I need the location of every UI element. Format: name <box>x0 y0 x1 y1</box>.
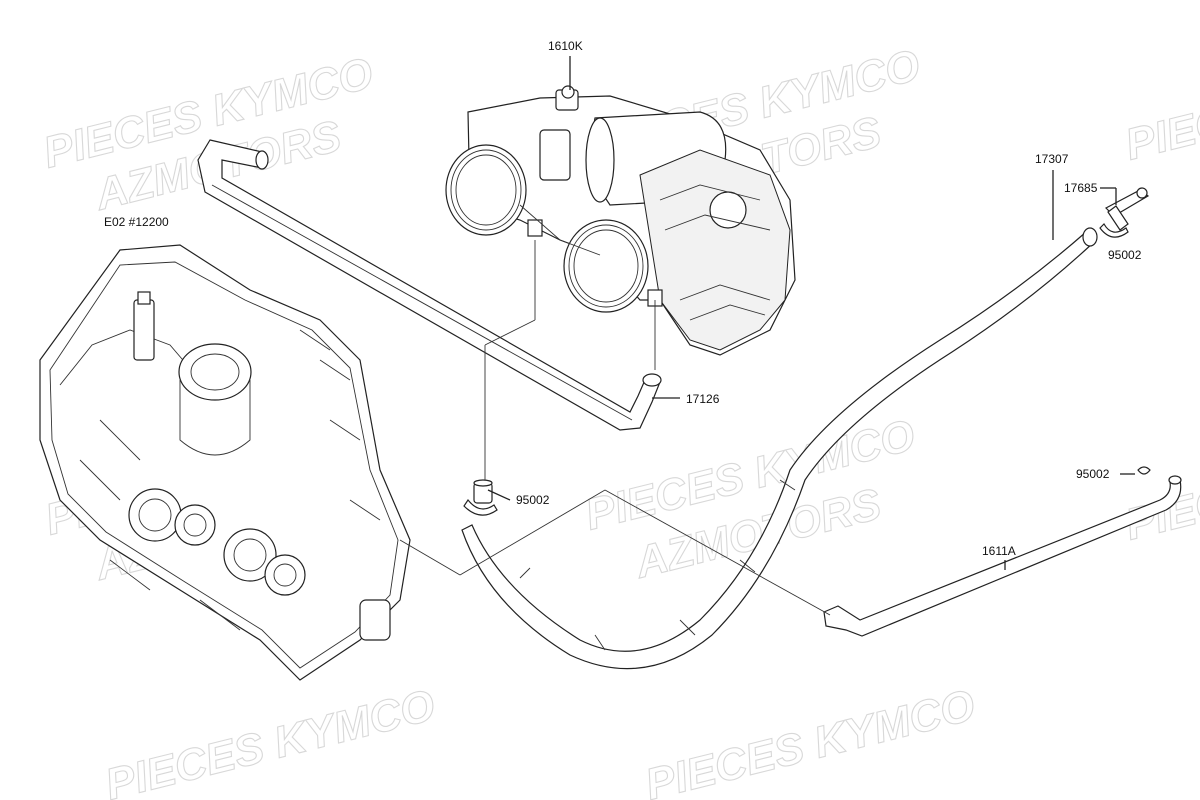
label-clamp-fitting: 95002 <box>1108 248 1142 262</box>
hose-17126-drawing <box>197 139 662 431</box>
watermark-text: PIECES KYMCO <box>641 681 980 800</box>
label-throttle-body: 1610K <box>548 39 583 53</box>
label-hose-upper: 17126 <box>686 392 720 406</box>
fitting-17685-drawing <box>1099 187 1150 238</box>
leader-lines <box>399 56 1135 616</box>
label-cylinder-head: E02 #12200 <box>104 215 169 229</box>
watermark-text: PIECES KYMCO <box>1121 421 1200 550</box>
label-fitting: 17685 <box>1064 181 1098 195</box>
label-hose-long: 17307 <box>1035 152 1069 166</box>
hose-17307-drawing <box>461 227 1098 670</box>
clamp-95002-lower-drawing <box>463 479 498 516</box>
hose-1611a-drawing <box>823 466 1182 637</box>
watermark-text: PIECES KYMCO <box>1121 41 1200 170</box>
watermark-text: PIECES KYMCO <box>101 681 440 800</box>
label-hose-right: 1611A <box>982 544 1016 558</box>
label-clamp-right: 95002 <box>1076 467 1110 481</box>
part-labels: 1610K E02 #12200 17126 95002 17307 17685… <box>104 39 1142 558</box>
throttle-body-drawing <box>445 85 796 356</box>
label-clamp-lower: 95002 <box>516 493 550 507</box>
cylinder-head-drawing <box>39 244 411 681</box>
